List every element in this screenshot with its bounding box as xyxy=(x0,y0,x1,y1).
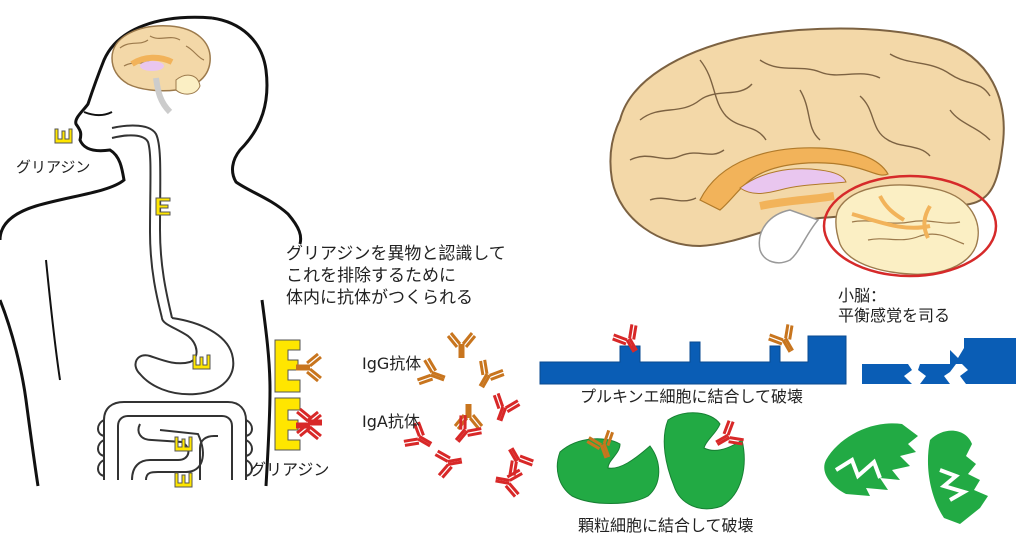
bound-igg-antibody xyxy=(294,352,323,383)
igg-antibody xyxy=(446,331,477,360)
label-cerebellum-title: 小脳： xyxy=(838,286,887,305)
brain-gyri xyxy=(629,53,991,202)
iga-antibody xyxy=(433,445,466,480)
purkinje-cell-strip-intact xyxy=(539,321,847,385)
gliadin-marker-stomach xyxy=(192,354,211,370)
free-igg-antibodies xyxy=(414,331,507,431)
igg-antibody xyxy=(453,402,484,431)
brain-illustration xyxy=(609,27,1005,278)
cerebellum xyxy=(835,184,979,275)
igg-antibody xyxy=(468,356,507,395)
label-gliadin-mouth: グリアジン xyxy=(16,158,91,176)
granule-cells-destroyed xyxy=(824,423,988,524)
purkinje-cell-strip-destroyed xyxy=(862,338,1016,384)
intestines xyxy=(97,401,253,481)
igg-antibody xyxy=(414,355,451,393)
label-igg-antibody: IgG抗体 xyxy=(362,354,422,373)
label-cerebellum-function: 平衡感覚を司る xyxy=(838,306,951,325)
cerebellum-highlight-circle xyxy=(822,174,998,278)
label-granule-destroy: 顆粒細胞に結合して破壊 xyxy=(578,516,754,535)
label-iga-antibody: IgA抗体 xyxy=(362,412,420,431)
gliadin-marker-intestine-2 xyxy=(174,472,193,488)
iga-antibody xyxy=(445,411,486,452)
small-brain-icon xyxy=(111,25,211,115)
gliadin-antibody-complex xyxy=(274,339,324,451)
human-body-figure xyxy=(0,15,303,488)
iga-antibody xyxy=(491,464,525,499)
explanation-line-2: これを排除するために xyxy=(286,266,456,286)
label-gliadin-intestine: グリアジン xyxy=(250,460,330,479)
gliadin-marker-esophagus xyxy=(155,197,171,216)
explanation-line-1: グリアジンを異物と認識して xyxy=(286,244,506,264)
explanation-line-3: 体内に抗体がつくられる xyxy=(286,288,473,308)
gliadin-marker-mouth xyxy=(54,128,73,144)
iga-antibody xyxy=(485,390,523,427)
label-purkinje-destroy: プルキンエ細胞に結合して破壊 xyxy=(580,387,804,406)
granule-cells-intact xyxy=(556,412,747,510)
gliadin-marker-intestine-1 xyxy=(174,436,193,452)
